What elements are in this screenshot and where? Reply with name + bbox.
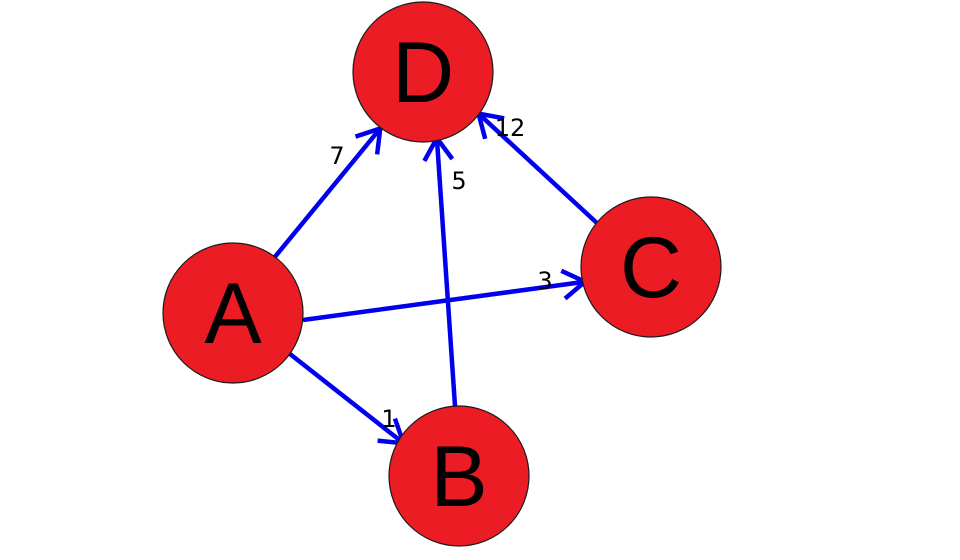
edge-line: [434, 139, 458, 407]
edge-weight-label: 3: [537, 267, 552, 295]
edge-line: [302, 279, 584, 323]
node-circle: [352, 1, 494, 143]
nodes-layer: A B C D: [162, 1, 722, 547]
edge-weight-label: 1: [381, 405, 396, 433]
edge-line: [478, 113, 600, 226]
node-circle: [580, 196, 722, 338]
node-label: A: [204, 266, 262, 362]
edge-weight-label: 7: [329, 142, 344, 170]
node-label: C: [620, 220, 682, 316]
edge-c-to-d: 12: [475, 110, 600, 226]
edge-line: [272, 128, 381, 260]
node-a: A: [162, 242, 304, 384]
node-d: D: [352, 1, 494, 143]
node-c: C: [580, 196, 722, 338]
arrowhead-icon: [354, 125, 383, 155]
node-circle: [388, 405, 530, 547]
node-label: B: [430, 429, 487, 525]
edge-weight-label: 12: [495, 114, 526, 142]
node-b: B: [388, 405, 530, 547]
edges-layer: 7 3 1 5 12: [272, 110, 600, 446]
edge-line: [288, 352, 404, 444]
node-circle: [162, 242, 304, 384]
edge-weight-label: 5: [451, 167, 466, 195]
edge-a-to-b: 1: [288, 352, 407, 446]
edge-a-to-d: 7: [272, 125, 383, 260]
node-label: D: [392, 25, 454, 121]
edge-b-to-d: 5: [422, 133, 467, 407]
